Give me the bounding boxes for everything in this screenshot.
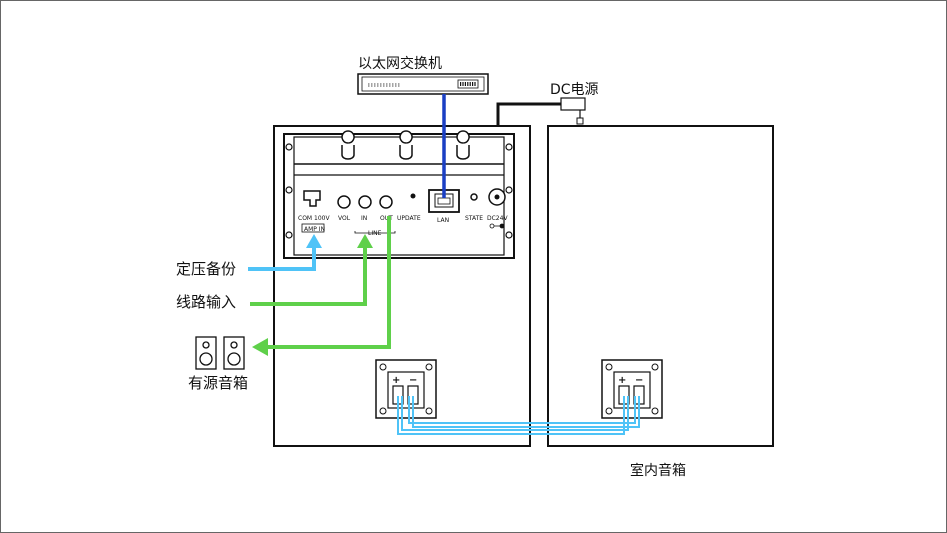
svg-text:−: − xyxy=(635,375,643,386)
line-in-cable xyxy=(250,247,367,306)
svg-text:−: − xyxy=(409,375,417,386)
line-out-jack xyxy=(379,195,393,209)
svg-text:+: + xyxy=(618,375,626,386)
backup-arrowhead xyxy=(306,234,322,248)
dc-polarity-icon xyxy=(489,223,505,229)
switch-ports-right xyxy=(457,79,479,89)
amp-in-label: AMP IN xyxy=(304,226,325,233)
in-label: IN xyxy=(361,215,367,222)
com100v-label: COM 100V xyxy=(298,215,330,222)
switch-label: 以太网交换机 xyxy=(358,55,442,72)
dc-power-adapter xyxy=(560,97,586,125)
switch-ports-left xyxy=(368,83,400,87)
dc24v-jack xyxy=(488,188,506,206)
speaker-wires xyxy=(397,396,640,435)
active-speaker-label: 有源音箱 xyxy=(188,374,248,392)
lan-label: LAN xyxy=(437,217,449,224)
line-in-jack xyxy=(358,195,372,209)
speaker-terminal-right: + − xyxy=(601,359,663,419)
dc-power-label: DC电源 xyxy=(550,82,599,98)
ethernet-switch xyxy=(357,73,489,95)
backup-label: 定压备份 xyxy=(176,260,236,278)
line-in-label: 线路输入 xyxy=(176,293,236,311)
svg-text:+: + xyxy=(392,375,400,386)
state-label: STATE xyxy=(465,215,483,222)
line-out-arrowhead xyxy=(252,338,268,356)
speaker-terminal-left: + − xyxy=(375,359,437,419)
keyhole-hangers xyxy=(341,130,470,160)
backup-line xyxy=(248,246,316,271)
state-led xyxy=(470,193,478,201)
line-in-arrowhead xyxy=(357,234,373,248)
mount-panel xyxy=(283,130,515,259)
indoor-speaker-label: 室内音箱 xyxy=(630,462,686,479)
update-button xyxy=(410,193,416,199)
out-label: OUT xyxy=(380,215,393,222)
vol-label: VOL xyxy=(338,215,351,222)
line-label: LINE xyxy=(368,230,382,237)
amp-in-terminal xyxy=(303,190,321,214)
line-out-cable xyxy=(268,216,391,349)
dc24v-label: DC24V xyxy=(487,215,508,222)
vol-knob xyxy=(337,195,351,209)
active-speaker-icon xyxy=(195,336,245,370)
update-label: UPDATE xyxy=(397,215,421,222)
